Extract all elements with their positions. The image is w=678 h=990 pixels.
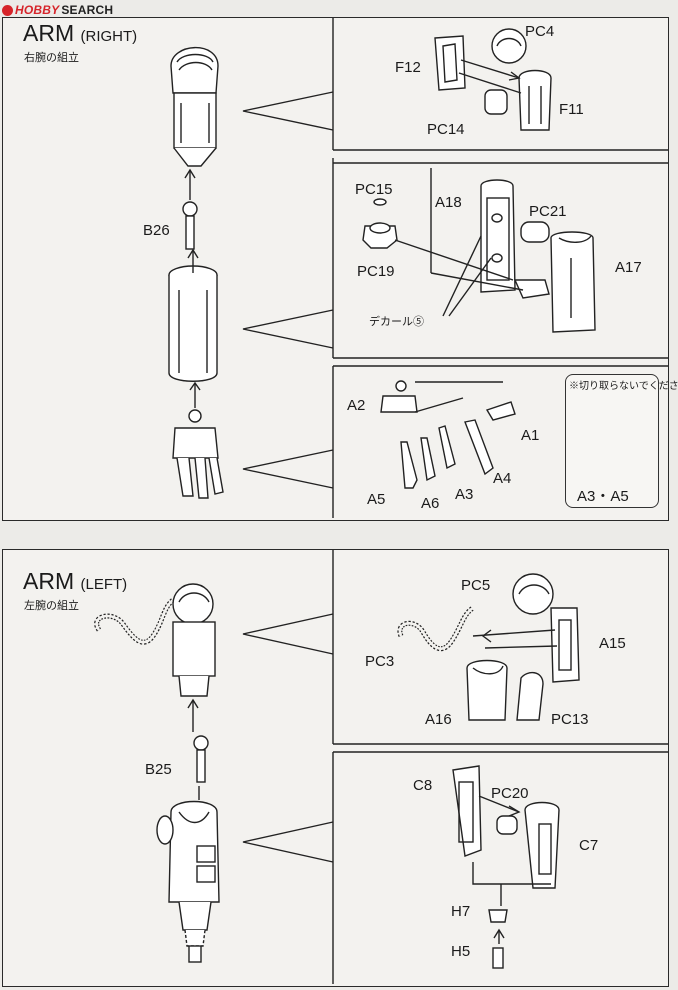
label-pc3: PC3 [365, 653, 395, 670]
label-pc21: PC21 [529, 203, 567, 220]
label-pc15: PC15 [355, 181, 393, 198]
label-b26: B26 [143, 222, 170, 239]
right-arm-title: ARM (RIGHT) [23, 22, 137, 45]
label-a15: A15 [599, 635, 626, 652]
do-not-cut-note-box [565, 374, 659, 508]
b25-pin-part [193, 735, 209, 783]
label-c7: C7 [579, 837, 599, 854]
right-arm-subtitle: 右腕の組立 [24, 52, 79, 64]
label-a5: A5 [367, 491, 386, 508]
shoulder-assembly-diagram [434, 28, 552, 131]
label-b25: B25 [145, 761, 172, 778]
watermark-brand-hobby: HOBBY [15, 3, 60, 17]
left-forearm-part [156, 800, 220, 963]
elbow-cylinder-part [168, 265, 218, 382]
watermark-brand-search: SEARCH [61, 3, 114, 17]
left-arm-title: ARM (LEFT) [23, 570, 127, 593]
elbow-joint-assembly-diagram [362, 168, 596, 333]
label-a4: A4 [493, 470, 512, 487]
right-arm-title-paren: (RIGHT) [80, 28, 138, 45]
hobby-search-logo-icon [2, 4, 13, 16]
label-a6: A6 [421, 495, 440, 512]
hobby-search-watermark: HOBBY SEARCH [2, 2, 113, 18]
label-c8: C8 [413, 777, 433, 794]
label-pc19: PC19 [357, 263, 395, 280]
hand-part [172, 409, 224, 499]
label-pc13: PC13 [551, 711, 589, 728]
left-upper-arm-part [172, 583, 216, 697]
label-decal-5: デカール⑤ [369, 316, 424, 328]
do-not-cut-note-text: ※切り取らないでください [569, 381, 678, 392]
upper-arm-part [170, 46, 219, 167]
right-arm-assembly-panel: ARM (RIGHT) 右腕の組立 [2, 17, 678, 521]
label-pc4: PC4 [525, 23, 555, 40]
label-pc5: PC5 [461, 577, 491, 594]
left-shoulder-assembly-diagram [397, 573, 580, 721]
left-arm-title-paren: (LEFT) [80, 576, 128, 593]
b26-pin-part [182, 201, 198, 250]
left-arm-diagram [94, 550, 668, 984]
right-arm-diagram [168, 18, 668, 518]
left-arm-title-main: ARM [23, 568, 75, 594]
label-h7: H7 [451, 903, 471, 920]
left-arm-subtitle: 左腕の組立 [24, 600, 79, 612]
label-pc20: PC20 [491, 785, 529, 802]
finger-assembly-diagram [380, 380, 516, 489]
label-f12: F12 [395, 59, 421, 76]
label-a3: A3 [455, 486, 474, 503]
label-pc14: PC14 [427, 121, 465, 138]
left-arm-assembly-panel: ARM (LEFT) 左腕の組立 [2, 549, 669, 987]
do-not-cut-note-caption: A3・A5 [577, 488, 629, 505]
right-arm-title-main: ARM [23, 20, 75, 46]
label-a1: A1 [521, 427, 540, 444]
label-h5: H5 [451, 943, 471, 960]
label-a17: A17 [615, 259, 642, 276]
label-a18: A18 [435, 194, 462, 211]
label-f11: F11 [559, 101, 584, 118]
label-a16: A16 [425, 711, 452, 728]
left-forearm-assembly-diagram [452, 765, 560, 969]
label-a2: A2 [347, 397, 366, 414]
